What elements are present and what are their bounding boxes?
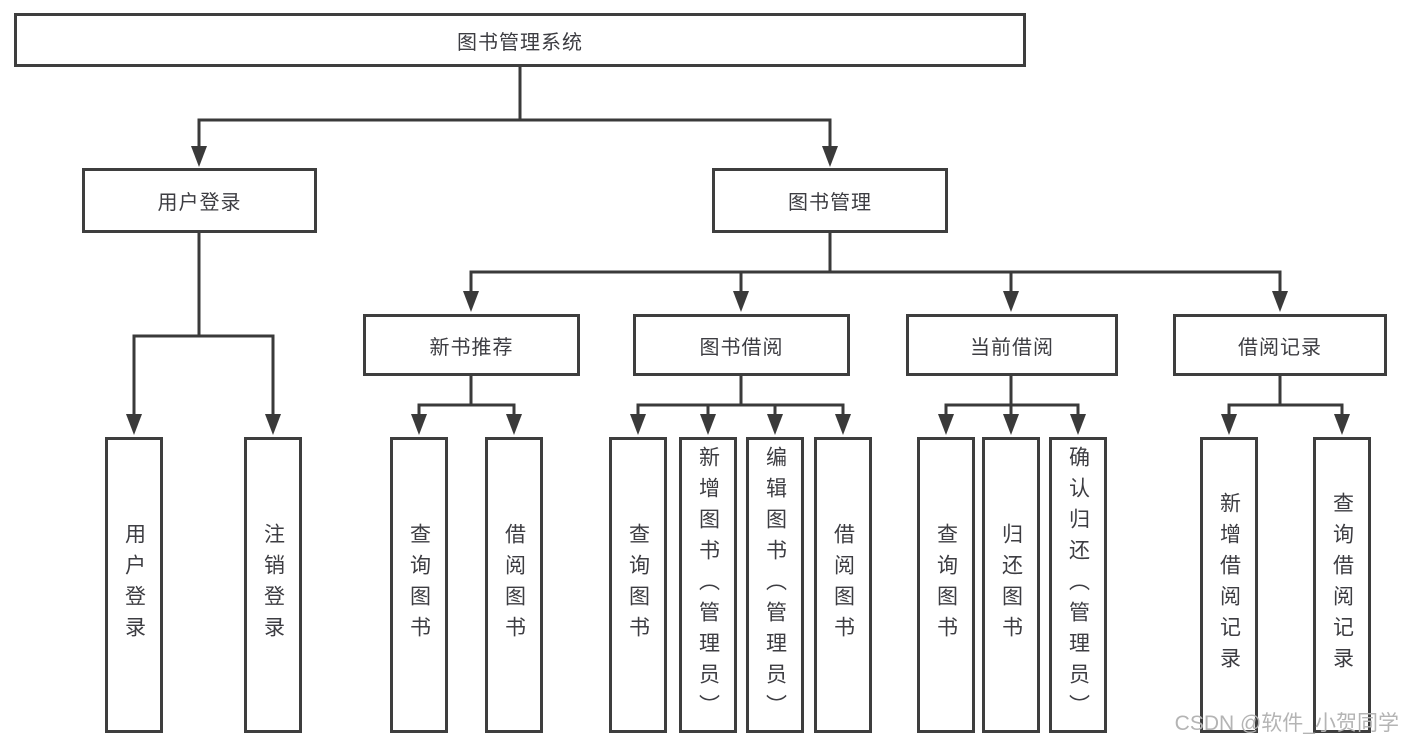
node-return-books: 归还图书 xyxy=(982,437,1040,733)
node-add-borrow-record: 新增借阅记录 xyxy=(1200,437,1258,733)
node-new-book-recommendation: 新书推荐 xyxy=(363,314,580,376)
node-book-borrowing: 图书借阅 xyxy=(633,314,850,376)
node-label: 查询图书 xyxy=(934,523,958,647)
node-query-books-recommend: 查询图书 xyxy=(390,437,448,733)
node-label: 用户登录 xyxy=(157,192,242,214)
node-label: 当前借阅 xyxy=(970,336,1054,359)
node-label: 新增图书（管理员） xyxy=(696,445,720,725)
node-library-management-system: 图书管理系统 xyxy=(14,13,1026,67)
node-label: 注销登录 xyxy=(261,523,285,647)
node-label: 归还图书 xyxy=(999,523,1023,647)
node-logout: 注销登录 xyxy=(244,437,302,733)
node-user-login-leaf: 用户登录 xyxy=(105,437,163,733)
node-add-books-admin: 新增图书（管理员） xyxy=(679,437,737,733)
node-confirm-return-admin: 确认归还（管理员） xyxy=(1049,437,1107,733)
node-label: 编辑图书（管理员） xyxy=(763,445,787,725)
node-current-borrowing: 当前借阅 xyxy=(906,314,1118,376)
node-label: 查询图书 xyxy=(407,523,431,647)
node-query-books-current: 查询图书 xyxy=(917,437,975,733)
node-label: 借阅记录 xyxy=(1238,336,1322,359)
node-borrowing-records: 借阅记录 xyxy=(1173,314,1387,376)
node-book-management: 图书管理 xyxy=(712,168,948,233)
node-label: 借阅图书 xyxy=(502,523,526,647)
node-query-borrow-record: 查询借阅记录 xyxy=(1313,437,1371,733)
node-label: 图书借阅 xyxy=(699,336,784,359)
node-label: 新增借阅记录 xyxy=(1217,492,1241,678)
node-borrow-books-recommend: 借阅图书 xyxy=(485,437,543,733)
node-user-login: 用户登录 xyxy=(82,168,317,233)
node-label: 图书管理 xyxy=(788,192,872,214)
node-label: 用户登录 xyxy=(122,523,146,647)
node-label: 查询借阅记录 xyxy=(1330,492,1354,678)
node-label: 图书管理系统 xyxy=(457,31,583,54)
node-label: 借阅图书 xyxy=(831,523,855,647)
node-borrow-books: 借阅图书 xyxy=(814,437,872,733)
node-label: 确认归还（管理员） xyxy=(1066,445,1090,725)
csdn-watermark: CSDN @软件_小贺同学 xyxy=(1174,712,1399,735)
node-label: 查询图书 xyxy=(626,523,650,647)
node-query-books-borrowing: 查询图书 xyxy=(609,437,667,733)
node-label: 新书推荐 xyxy=(429,336,514,359)
node-edit-books-admin: 编辑图书（管理员） xyxy=(746,437,804,733)
